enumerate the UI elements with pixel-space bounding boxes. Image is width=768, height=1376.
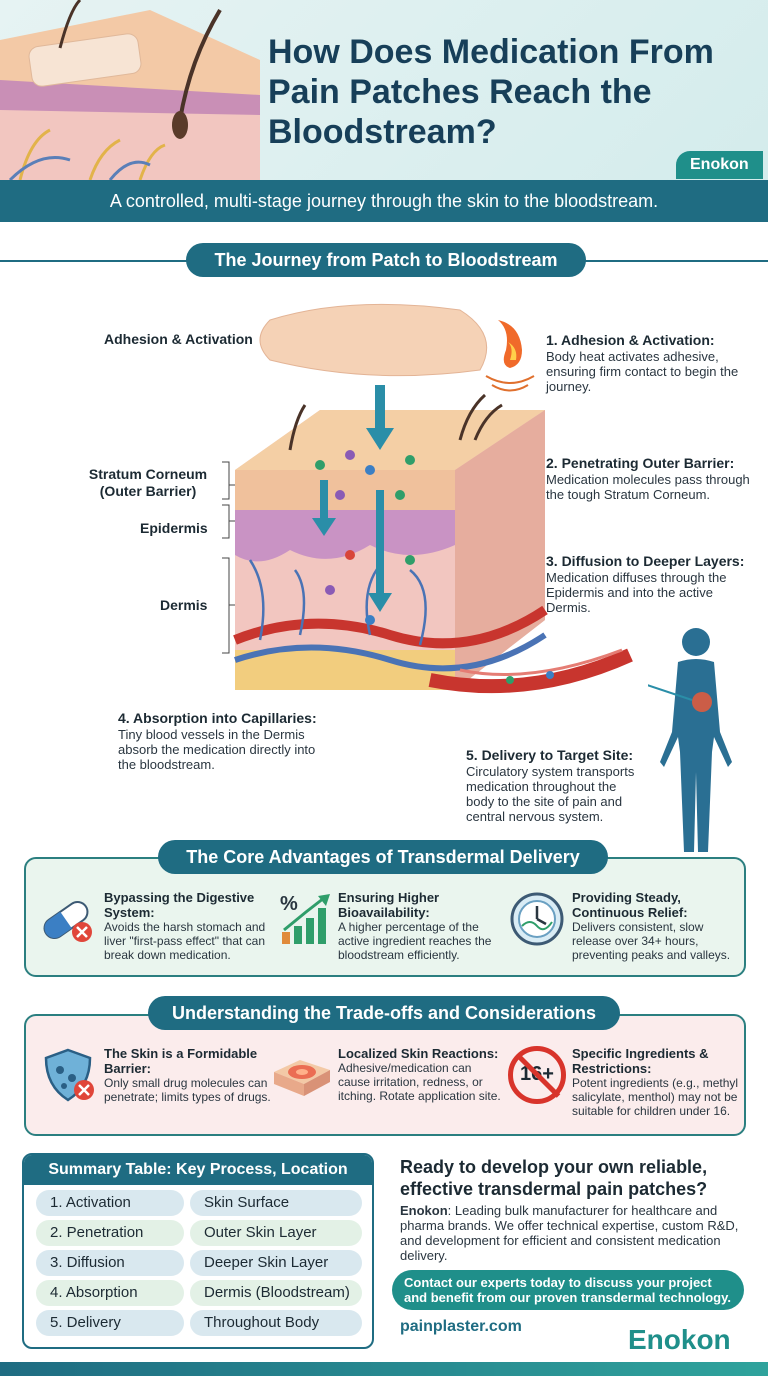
tradeoff-1: The Skin is a Formidable Barrier:Only sm… — [104, 1046, 271, 1104]
summary-location-1: Skin Surface — [190, 1190, 362, 1216]
bottom-bar — [0, 1362, 768, 1376]
skin-cross-section-illustration — [0, 0, 260, 180]
summary-process-3: 3. Diffusion — [36, 1250, 184, 1276]
chart-icon: % — [280, 893, 330, 944]
cta-title: Ready to develop your own reliable, effe… — [400, 1157, 708, 1199]
advantage-2: Ensuring Higher Bioavailability:A higher… — [338, 890, 492, 962]
step-4: 4. Absorption into Capillaries:Tiny bloo… — [118, 710, 317, 773]
shield-icon — [44, 1048, 94, 1102]
label-dermis: Dermis — [160, 597, 208, 613]
advantage-1: Bypassing the Digestive System:Avoids th… — [104, 890, 266, 962]
advantages-panel — [24, 857, 746, 977]
step-3: 3. Diffusion to Deeper Layers:Medication… — [546, 553, 745, 616]
skin-irritation-icon — [274, 1060, 330, 1096]
tradeoff-2: Localized Skin Reactions:Adhesive/medica… — [338, 1046, 501, 1103]
summary-location-2: Outer Skin Layer — [190, 1220, 362, 1246]
website-link[interactable]: painplaster.com — [400, 1318, 522, 1335]
subtitle: A controlled, multi-stage journey throug… — [0, 180, 768, 222]
label-adhesion: Adhesion & Activation — [104, 331, 253, 347]
summary-location-4: Dermis (Bloodstream) — [190, 1280, 362, 1306]
step-1: 1. Adhesion & Activation:Body heat activ… — [546, 332, 739, 395]
tradeoff-3: Specific Ingredients & Restrictions:Pote… — [572, 1046, 739, 1118]
footer-logo: Enokon — [628, 1324, 731, 1355]
contact-experts-button[interactable]: Contact our experts today to discuss you… — [392, 1270, 744, 1310]
journey-heading: The Journey from Patch to Bloodstream — [186, 243, 586, 277]
summary-process-4: 4. Absorption — [36, 1280, 184, 1306]
summary-process-1: 1. Activation — [36, 1190, 184, 1216]
label-epidermis: Epidermis — [140, 520, 208, 536]
svg-text:%: % — [280, 893, 298, 915]
summary-process-5: 5. Delivery — [36, 1310, 184, 1336]
tradeoffs-panel — [24, 1014, 746, 1136]
human-body-icon — [648, 628, 732, 852]
advantages-heading: The Core Advantages of Transdermal Deliv… — [158, 840, 608, 874]
tradeoffs-heading: Understanding the Trade-offs and Conside… — [148, 996, 620, 1030]
capsule-icon — [43, 900, 92, 942]
skin-layers-diagram — [222, 303, 633, 694]
cta-description: Enokon: Leading bulk manufacturer for he… — [400, 1203, 739, 1263]
step-2: 2. Penetrating Outer Barrier:Medication … — [546, 455, 750, 503]
label-stratum-corneum: Stratum Corneum (Outer Barrier) — [88, 466, 208, 499]
step-5: 5. Delivery to Target Site:Circulatory s… — [466, 747, 635, 825]
summary-location-3: Deeper Skin Layer — [190, 1250, 362, 1276]
summary-heading: Summary Table: Key Process, Location — [24, 1155, 372, 1185]
page-title: How Does Medication From Pain Patches Re… — [268, 33, 714, 151]
no-under-16-icon: 16+ — [508, 1046, 566, 1104]
summary-location-5: Throughout Body — [190, 1310, 362, 1336]
summary-process-2: 2. Penetration — [36, 1220, 184, 1246]
advantage-3: Providing Steady, Continuous Relief:Deli… — [572, 890, 731, 962]
brand-badge: Enokon — [676, 151, 763, 179]
clock-icon — [510, 892, 564, 946]
